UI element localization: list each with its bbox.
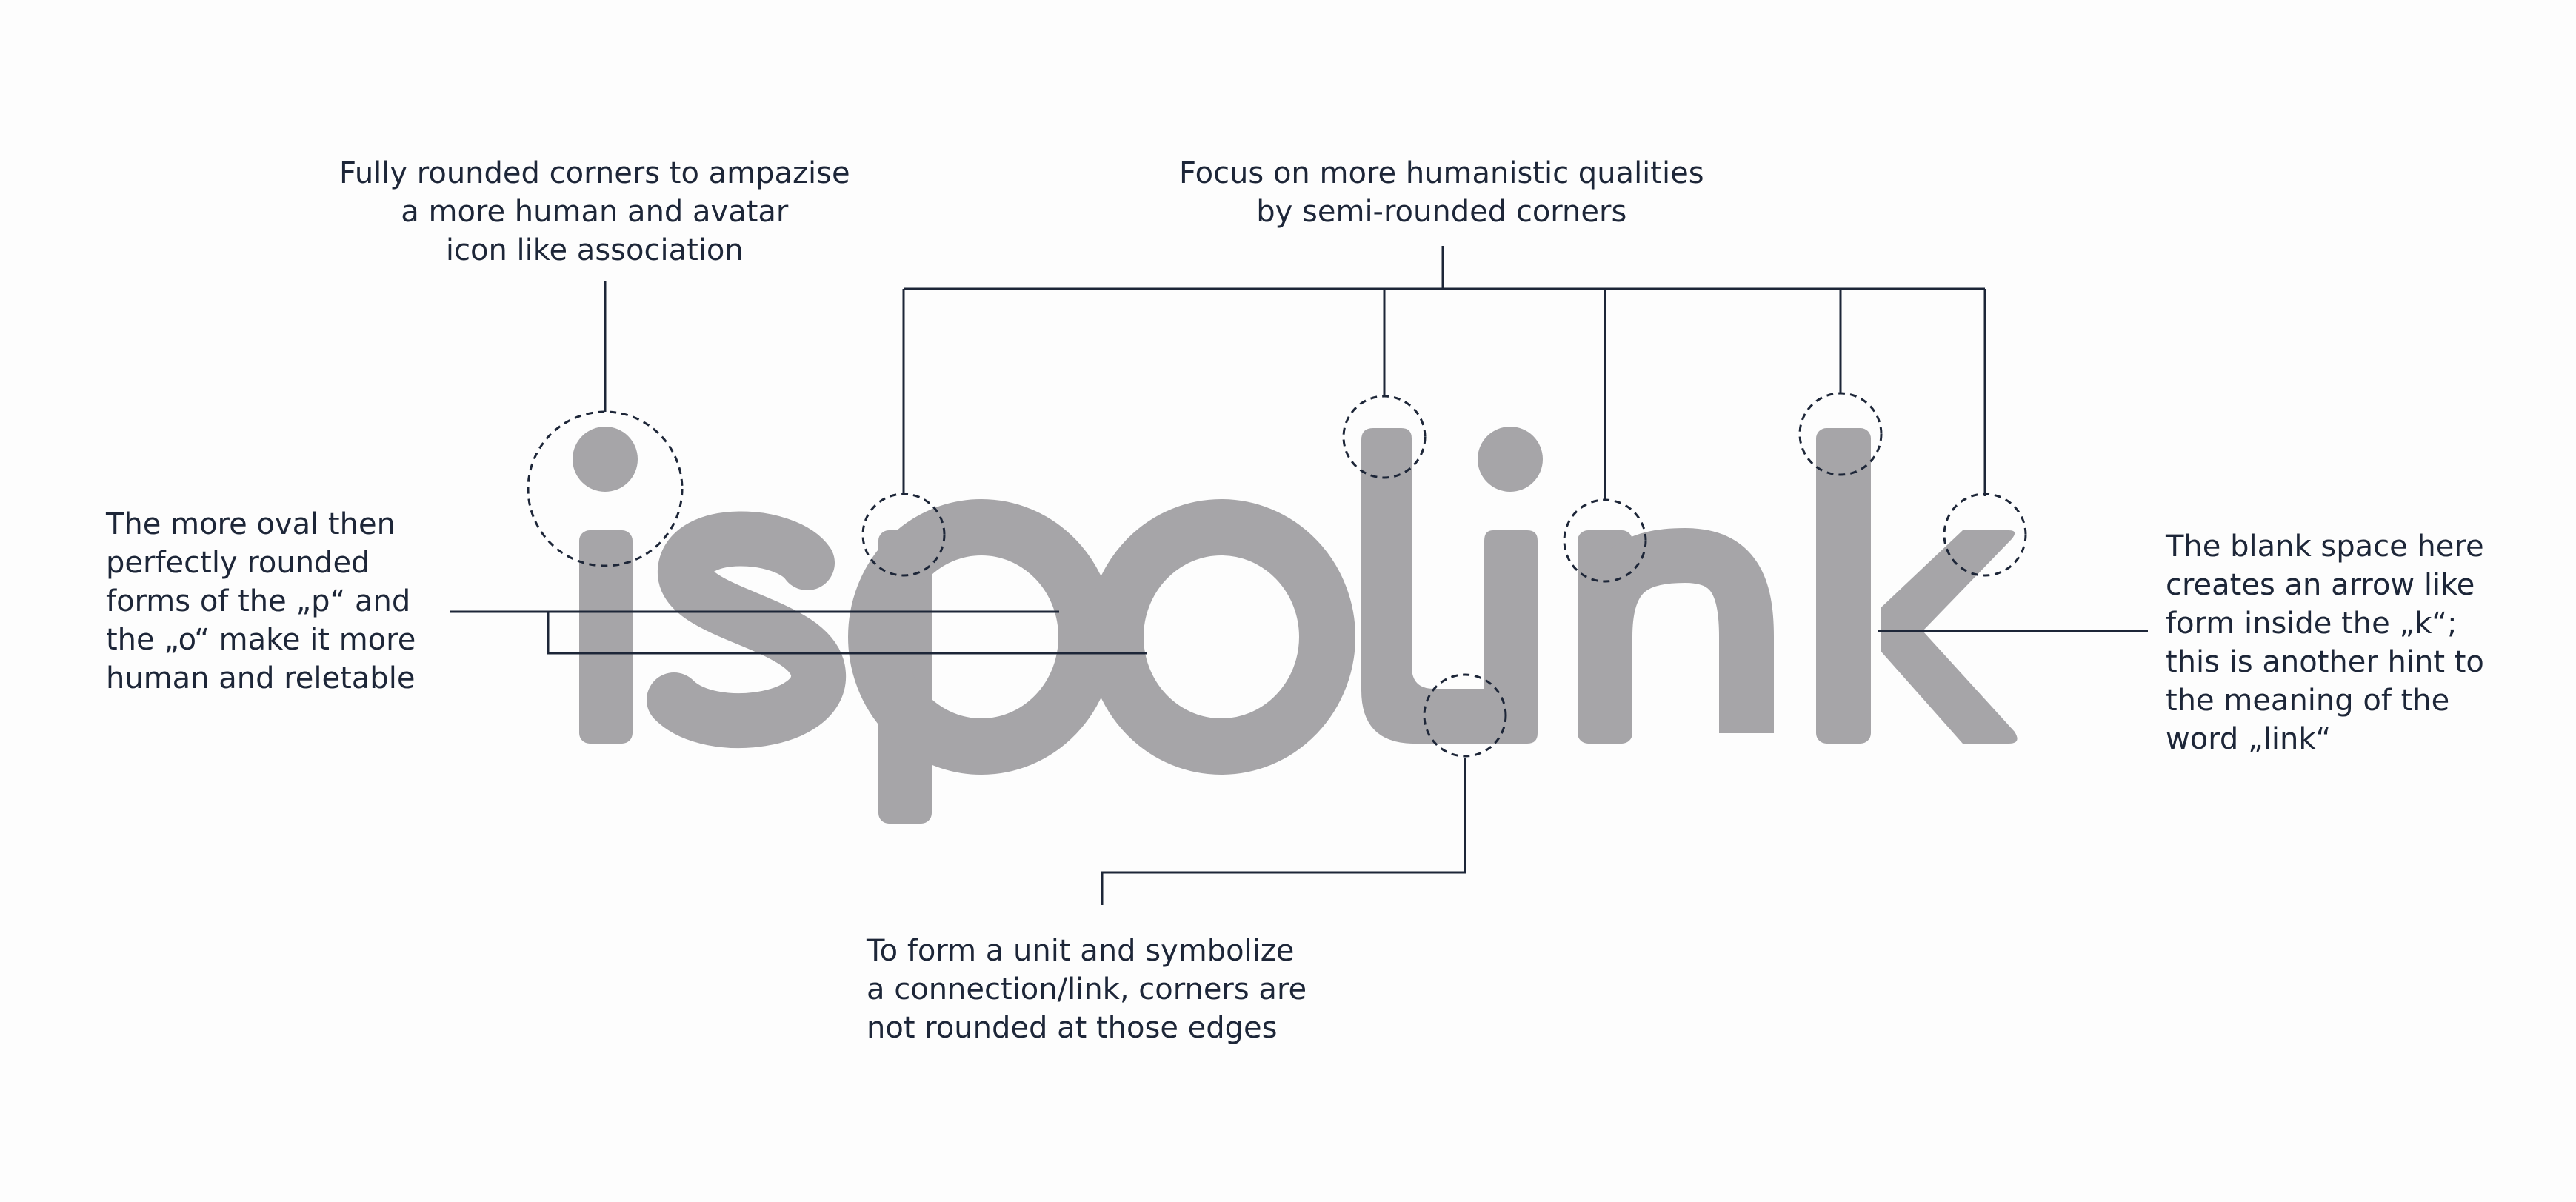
- callout-circle-k-arm: [1943, 493, 2027, 577]
- letter-o: [1087, 499, 1355, 775]
- note-line: by semi-rounded corners: [1256, 195, 1627, 229]
- callout-circle-k-top: [1798, 392, 1883, 476]
- letter-i2-stem: [1480, 530, 1538, 744]
- note-line: The blank space here: [2166, 530, 2484, 564]
- note-line: this is another hint to: [2166, 645, 2484, 679]
- letter-p-bowl: [848, 499, 1115, 775]
- callout-circles: [527, 392, 2027, 758]
- note-line: human and reletable: [106, 661, 416, 695]
- callout-circle-p-top: [861, 493, 946, 577]
- letter-k-upper-arm: [1881, 530, 2015, 631]
- letter-k-lower-arm: [1881, 631, 2018, 744]
- note-line: the „o“ make it more: [106, 623, 416, 657]
- note-line: perfectly rounded: [106, 546, 370, 580]
- note-line: Focus on more humanistic qualities: [1179, 156, 1704, 190]
- letter-s: [647, 511, 846, 748]
- note-line: word „link“: [2166, 722, 2332, 756]
- callout-circle-l-top: [1342, 395, 1427, 479]
- wordmark-ispolink: [573, 427, 2018, 824]
- note-line: a more human and avatar: [401, 195, 789, 229]
- letter-i-stem: [579, 530, 633, 744]
- letter-i-dot: [573, 427, 638, 492]
- letter-l: [1361, 428, 1480, 744]
- note-line: not rounded at those edges: [867, 1011, 1278, 1045]
- letter-n-arch: [1578, 527, 1774, 733]
- note-line: icon like association: [445, 233, 744, 267]
- letter-k-stem: [1816, 428, 1871, 744]
- note-rounded-i: Fully rounded corners to ampazise a more…: [339, 154, 850, 270]
- note-line: forms of the „p“ and: [106, 584, 411, 618]
- note-line: form inside the „k“;: [2166, 607, 2457, 641]
- leader-oval-o: [547, 612, 1147, 655]
- leader-unit-link: [1101, 758, 1466, 905]
- note-oval-forms: The more oval then perfectly rounded for…: [106, 505, 416, 698]
- note-unit-link: To form a unit and symbolize a connectio…: [867, 932, 1307, 1047]
- note-arrow-k: The blank space here creates an arrow li…: [2166, 527, 2484, 758]
- note-line: the meaning of the: [2166, 684, 2450, 718]
- callout-circle-l-i-join: [1423, 673, 1507, 758]
- note-line: creates an arrow like: [2166, 568, 2475, 602]
- callout-circle-n-top: [1563, 498, 1647, 583]
- letter-i2-dot: [1478, 427, 1543, 492]
- note-line: Fully rounded corners to ampazise: [339, 156, 850, 190]
- callout-circle-i-dot: [527, 410, 684, 567]
- note-humanistic: Focus on more humanistic qualities by se…: [1179, 154, 1704, 231]
- note-line: To form a unit and symbolize: [867, 934, 1295, 968]
- note-line: The more oval then: [106, 507, 396, 541]
- note-line: a connection/link, corners are: [867, 972, 1307, 1006]
- annotation-lines: [450, 246, 2148, 905]
